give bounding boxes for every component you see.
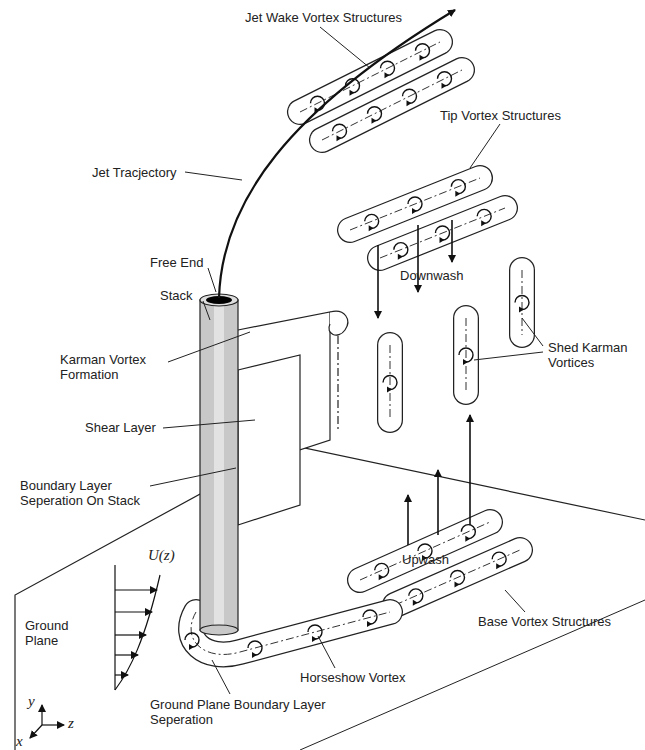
vortex-stroke [369, 225, 374, 231]
jet-trajectory [219, 10, 455, 298]
vortex-stroke [412, 208, 417, 214]
vortex-stroke [390, 345, 391, 420]
callout-label: Horseshow Vortex [300, 670, 406, 685]
vortex-stroke [409, 589, 423, 603]
vortex-stroke [442, 83, 447, 89]
vortex-stroke [465, 536, 470, 542]
vortex-stroke [436, 226, 450, 240]
vortex-stroke [365, 214, 379, 228]
vortex-stroke [407, 100, 412, 106]
callout-label: Boundary Layer Seperation On Stack [20, 478, 150, 508]
vortex-stroke [333, 124, 347, 138]
vortex-stroke [440, 237, 445, 243]
vortex-stroke [378, 345, 402, 420]
vortex-tubes [185, 42, 529, 658]
vortex-stroke [416, 44, 430, 58]
vortex-stroke [189, 644, 194, 650]
vortex-stroke [510, 270, 534, 335]
vortex-stroke [322, 70, 462, 140]
vortex-stroke [375, 563, 389, 577]
shear-layer-sheet [238, 311, 348, 525]
vortex-stroke [312, 636, 317, 642]
vortex-stroke [522, 270, 523, 335]
vortex-stroke [403, 89, 417, 103]
callout-label: Karman Vortex Formation [60, 352, 170, 382]
callout-label: Base Vortex Structures [478, 614, 611, 629]
callout-label: Shed Karman Vortices [548, 340, 638, 370]
wash-arrows [378, 220, 470, 545]
vortex-stroke [381, 61, 395, 75]
vortex-stroke [492, 552, 506, 566]
callout-label: Ground Plane [25, 618, 75, 648]
vortex-stroke [248, 641, 262, 655]
vortex-stroke [395, 550, 520, 605]
vortex-stroke [481, 220, 486, 226]
callout-label: U(z) [148, 548, 175, 563]
callout-label: Upwash [402, 552, 449, 567]
vortex-stroke [337, 135, 342, 141]
vortex-stroke [387, 387, 392, 393]
vortex-stroke [394, 243, 408, 257]
callout-label: Ground Plane Boundary Layer Seperation [150, 697, 360, 727]
vortex-stroke [252, 652, 257, 658]
callout-label: Tip Vortex Structures [440, 108, 561, 123]
vortex-stroke [466, 318, 467, 392]
vortex-stroke [395, 550, 520, 605]
vortex-stroke [185, 633, 199, 647]
leader-lines [150, 27, 543, 694]
vortex-stroke [363, 610, 377, 624]
callout-label: x [16, 734, 23, 749]
vortex-stroke [455, 582, 460, 588]
vortex-stroke [438, 72, 452, 86]
callout-label: Shear Layer [85, 420, 156, 435]
callout-label: Jet Tracjectory [92, 165, 177, 180]
vortex-stroke [496, 563, 501, 569]
callout-label: Downwash [400, 268, 464, 283]
vortex-stroke [368, 107, 382, 121]
vortex-stroke [372, 118, 377, 124]
vortex-stroke [385, 72, 390, 78]
vortex-stroke [322, 70, 462, 140]
callout-label: Stack [160, 288, 193, 303]
vortex-stroke [380, 208, 505, 258]
vortex-stroke [451, 180, 465, 194]
vortex-stroke [380, 208, 505, 258]
vortex-stroke [322, 70, 462, 140]
axes [30, 705, 64, 738]
vortex-stroke [383, 376, 397, 390]
vortex-stroke [463, 359, 468, 365]
vortex-stroke [509, 270, 535, 335]
callout-label: Free End [150, 255, 203, 270]
vortex-stroke [477, 209, 491, 223]
vortex-stroke [454, 318, 478, 392]
velocity-profile [115, 565, 160, 690]
vortex-stroke [461, 525, 475, 539]
vortex-stroke [459, 348, 473, 362]
vortex-stroke [377, 345, 403, 420]
vortex-stroke [398, 254, 403, 260]
vortex-stroke [380, 208, 505, 258]
vortex-stroke [311, 96, 325, 110]
vortex-stroke [451, 571, 465, 585]
vortex-stroke [519, 307, 524, 313]
vortex-stroke [515, 296, 529, 310]
vortex-stroke [408, 197, 422, 211]
vortex-stroke [350, 90, 355, 96]
stack-cylinder [200, 294, 238, 635]
vortex-stroke [379, 574, 384, 580]
callout-label: z [68, 716, 74, 731]
ground-plane [15, 445, 645, 750]
vortex-stroke [308, 625, 322, 639]
callout-label: y [28, 694, 35, 709]
callout-label: Jet Wake Vortex Structures [245, 10, 402, 25]
vortex-stroke [367, 621, 372, 627]
vortex-stroke [420, 55, 425, 61]
vortex-stroke [395, 550, 520, 605]
vortex-stroke [413, 600, 418, 606]
vortex-stroke [453, 318, 479, 392]
vortex-stroke [455, 191, 460, 197]
